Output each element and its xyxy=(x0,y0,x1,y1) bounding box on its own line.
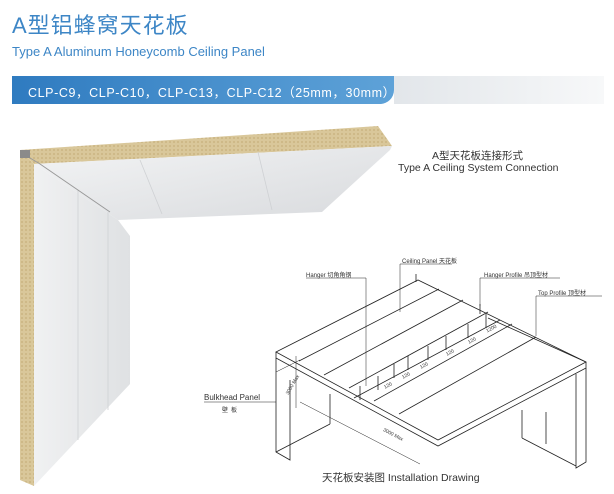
wall-panel-face xyxy=(34,164,130,486)
wall-panel-edge xyxy=(20,150,34,486)
label-hanger: Hanger 切角角钢 xyxy=(306,273,352,279)
drawing-ceiling-top xyxy=(275,279,587,441)
connection-title-en: Type A Ceiling System Connection xyxy=(398,162,559,174)
label-top-profile: Top Profile 顶型材 xyxy=(538,291,587,297)
page-subtitle: Type A Aluminum Honeycomb Ceiling Panel xyxy=(12,44,265,59)
drawing-caption: 天花板安装图 Installation Drawing xyxy=(322,472,480,484)
ceiling-panel-face xyxy=(34,146,392,220)
page-title: A型铝蜂窝天花板 xyxy=(12,13,189,38)
connection-title-zh: A型天花板连接形式 xyxy=(432,150,524,162)
label-ceiling-panel: Ceiling Panel 天花板 xyxy=(402,259,458,265)
label-hanger-profile: Hanger Profile 吊顶型材 xyxy=(484,273,549,279)
top-bracket xyxy=(20,150,30,158)
model-list: CLP-C9，CLP-C10，CLP-C13，CLP-C12（25mm，30mm… xyxy=(28,86,396,100)
drawing-right-wall xyxy=(575,368,587,469)
label-bulkhead-en: Bulkhead Panel xyxy=(204,393,261,402)
panel-render xyxy=(20,126,392,486)
label-bulkhead-zh: 壁板 xyxy=(222,408,241,414)
banner-tail xyxy=(394,76,604,104)
ceiling-panel-edge xyxy=(20,126,392,164)
installation-drawing xyxy=(204,263,602,469)
model-banner: CLP-C9，CLP-C10，CLP-C13，CLP-C12（25mm，30mm… xyxy=(12,76,396,104)
drawing-left-wall xyxy=(275,358,291,461)
